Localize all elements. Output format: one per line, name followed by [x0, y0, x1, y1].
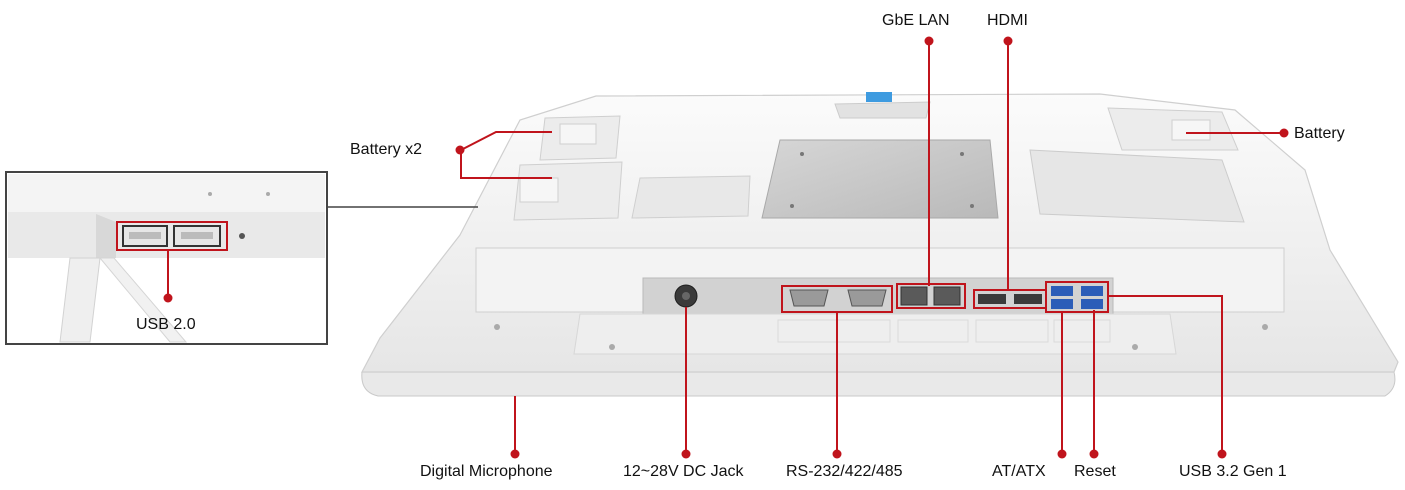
stand-tab [866, 92, 892, 102]
label-reset: Reset [1074, 463, 1116, 480]
label-dc-jack: 12~28V DC Jack [623, 463, 744, 480]
battery-latch [519, 177, 559, 203]
hdmi-port [978, 294, 1006, 304]
label-usb-2-0: USB 2.0 [136, 316, 196, 333]
handle-slot [834, 101, 931, 119]
label-digital-microphone: Digital Microphone [420, 463, 553, 480]
access-panel [1029, 149, 1245, 223]
vesa-mount-plate [761, 139, 999, 219]
lan-port [900, 286, 928, 306]
usb-inset [5, 171, 328, 345]
usb-3-port [1051, 299, 1073, 309]
port-highlight [116, 221, 228, 251]
label-gbe-lan: GbE LAN [882, 12, 950, 29]
access-panel [631, 175, 751, 219]
serial-port [789, 289, 829, 307]
callout-dots [163, 36, 1289, 459]
usb-3-port [1081, 286, 1103, 296]
label-serial: RS-232/422/485 [786, 463, 903, 480]
label-at-atx: AT/ATX [992, 463, 1046, 480]
usb-3-port [1051, 286, 1073, 296]
usb-3-port [1081, 299, 1103, 309]
label-hdmi: HDMI [987, 12, 1028, 29]
battery-cover-lower-left [513, 161, 623, 221]
hdmi-port [1014, 294, 1042, 304]
battery-latch [559, 123, 597, 145]
label-usb-3-2: USB 3.2 Gen 1 [1179, 463, 1287, 480]
serial-port [847, 289, 887, 307]
io-label-strip [573, 313, 1177, 355]
battery-latch [1171, 119, 1211, 141]
label-battery: Battery [1294, 125, 1345, 142]
panel-pc-rear [361, 92, 1399, 397]
label-battery-x2: Battery x2 [350, 141, 423, 158]
lan-port [933, 286, 961, 306]
device-bezel [361, 371, 1396, 397]
callout-lines [167, 42, 1283, 454]
